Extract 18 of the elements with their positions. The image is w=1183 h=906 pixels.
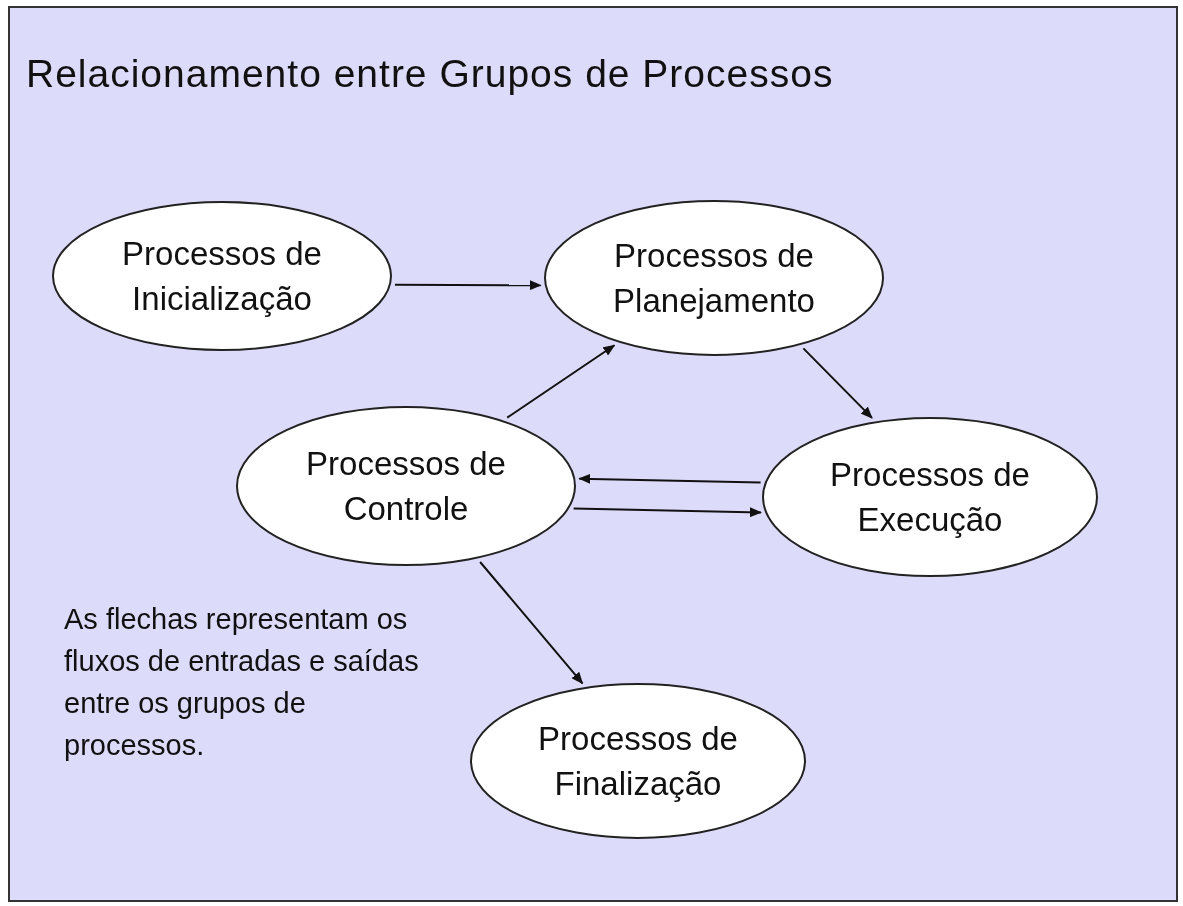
process-ellipse — [544, 200, 884, 356]
note-text: As flechas representam os fluxos de entradas e saídas entre os grupos de processos. — [64, 602, 420, 763]
arrow — [578, 473, 762, 484]
arrow — [802, 347, 873, 419]
process-ellipse — [236, 406, 576, 566]
process-ellipse — [470, 683, 806, 839]
node-label: Processos de Planejamento — [612, 236, 816, 321]
process-ellipse — [52, 201, 392, 351]
node-label: Processos de Controle — [305, 444, 507, 529]
node-label: Processos de Finalização — [537, 719, 739, 804]
process-ellipse — [762, 417, 1098, 577]
diagram-title: Relacionamento entre Grupos de Processos — [26, 52, 834, 96]
arrow — [572, 507, 762, 518]
node-label: Processos de Execução — [829, 455, 1031, 540]
arrow — [506, 344, 616, 419]
node-label: Processos de Inicialização — [121, 234, 323, 319]
arrow — [479, 561, 584, 685]
arrow — [393, 280, 542, 291]
